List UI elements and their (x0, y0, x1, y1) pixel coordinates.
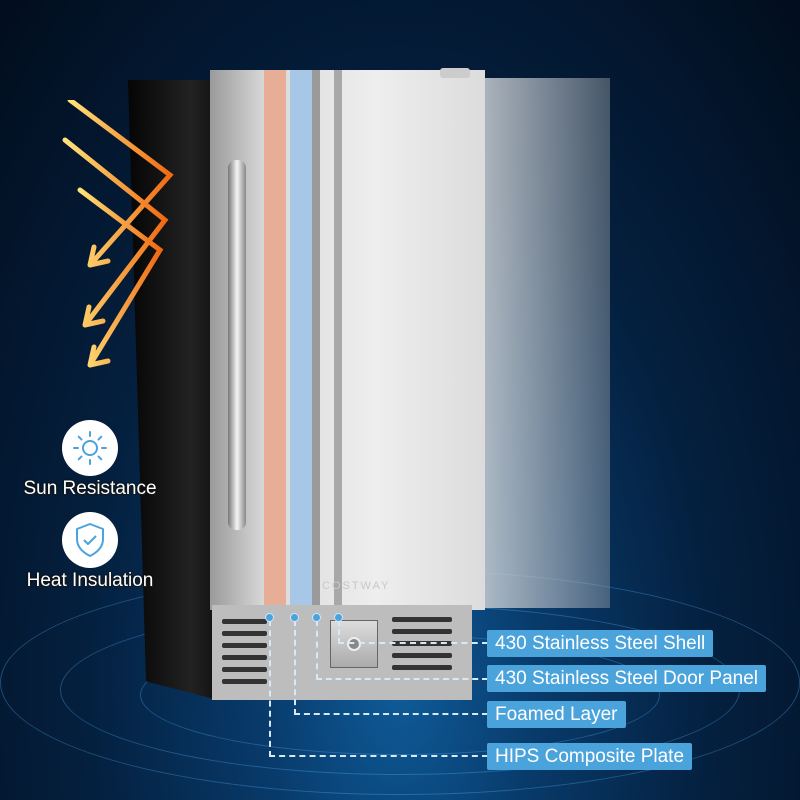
layer-label-foam: Foamed Layer (487, 701, 626, 728)
layer-label-shell: 430 Stainless Steel Shell (487, 630, 714, 657)
leader-dot (334, 613, 343, 622)
hinge (440, 68, 470, 78)
foam-layer-stripe (290, 70, 312, 610)
heat-arrow-icon (62, 137, 169, 328)
feature-label: Sun Resistance (23, 478, 157, 500)
leader-line-foam (294, 620, 488, 715)
feature-heat-insulation: Heat Insulation (10, 512, 170, 592)
leader-dot (290, 613, 299, 622)
feature-label: Heat Insulation (26, 570, 154, 592)
shield-check-icon (62, 512, 118, 568)
leader-line-shell (338, 620, 488, 644)
door-panel-stripe (312, 70, 320, 610)
door-panel-ghost (485, 78, 610, 608)
layer-label-hips: HIPS Composite Plate (487, 743, 693, 770)
heat-arrows (62, 100, 174, 368)
feature-sun-resistance: Sun Resistance (10, 420, 170, 500)
heat-arrow-icon (67, 100, 174, 268)
brand-logo: COSTWAY (322, 580, 391, 592)
fridge-door (210, 70, 485, 610)
heat-arrow-icon (77, 187, 164, 368)
leader-dot (312, 613, 321, 622)
sun-icon (62, 420, 118, 476)
layer-label-door-panel: 430 Stainless Steel Door Panel (487, 665, 766, 692)
hips-layer-stripe (264, 70, 286, 610)
leader-line-door-panel (316, 620, 488, 680)
leader-line-hips (269, 620, 488, 757)
leader-dot (265, 613, 274, 622)
shell-stripe (334, 70, 342, 610)
door-handle (228, 160, 246, 530)
